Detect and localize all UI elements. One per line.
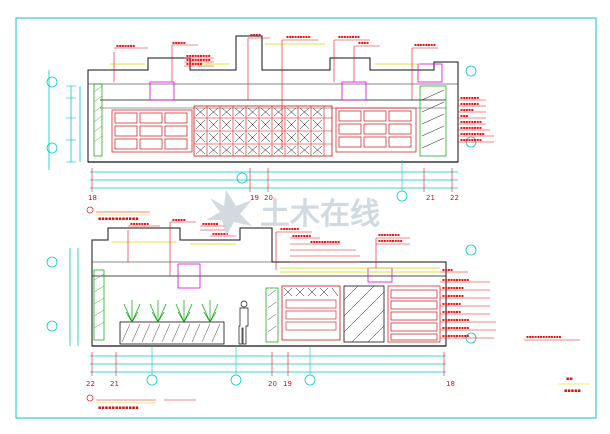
svg-text:▪▪▪▪▪▪▪▪: ▪▪▪▪▪▪▪▪ [378, 232, 400, 237]
bottom-elevation: ▪▪▪▪▪▪▪▪▪▪▪▪ ▪▪▪▪▪▪▪▪▪▪▪▪ ▪▪▪▪▪▪▪▪▪▪▪▪▪▪… [46, 217, 590, 411]
svg-text:▪▪▪▪▪▪▪▪▪: ▪▪▪▪▪▪▪▪▪ [286, 34, 311, 39]
outer-frame [15, 17, 597, 419]
grid-label-21-bottom: 21 [110, 380, 119, 388]
planter-box [119, 300, 225, 345]
svg-text:▪▪▪▪▪▪▪▪▪▪▪▪: ▪▪▪▪▪▪▪▪▪▪▪▪ [98, 405, 139, 411]
svg-text:▪▪▪▪: ▪▪▪▪ [442, 267, 453, 272]
title-mark-bottom: ▪▪▪▪▪▪▪▪▪▪▪▪ [86, 394, 196, 411]
human-figure [238, 300, 249, 345]
svg-text:▪▪▪▪▪▪▪: ▪▪▪▪▪▪▪ [116, 43, 135, 48]
svg-text:▪▪▪▪▪▪: ▪▪▪▪▪▪ [202, 221, 219, 226]
right-cabinet-top [335, 107, 417, 153]
svg-text:▪▪▪▪▪▪▪: ▪▪▪▪▪▪▪ [460, 101, 479, 106]
svg-text:▪▪▪▪▪▪▪▪▪▪: ▪▪▪▪▪▪▪▪▪▪ [442, 333, 469, 338]
wine-rack-top [193, 105, 333, 157]
svg-text:▪▪▪▪▪▪▪▪▪: ▪▪▪▪▪▪▪▪▪ [186, 53, 211, 58]
svg-text:▪▪▪▪▪▪▪▪▪▪▪▪: ▪▪▪▪▪▪▪▪▪▪▪▪ [98, 216, 139, 222]
grid-label-20-top: 20 [264, 194, 273, 202]
watermark-logo: 土木在线 [206, 190, 380, 236]
svg-text:▪▪▪▪: ▪▪▪▪ [358, 40, 369, 45]
grid-label-21-top: 21 [426, 194, 435, 202]
svg-text:▪▪▪▪▪: ▪▪▪▪▪ [172, 40, 186, 45]
sheet-title-block: ▪▪ ▪▪▪▪▪ [558, 376, 590, 394]
svg-text:▪▪▪▪▪▪▪▪▪▪: ▪▪▪▪▪▪▪▪▪▪ [442, 317, 469, 322]
svg-text:▪▪▪▪▪▪▪▪: ▪▪▪▪▪▪▪▪ [442, 293, 464, 298]
right-feature-wall-top [417, 63, 447, 157]
grid-label-18-bottom: 18 [446, 380, 455, 388]
ceiling-outline [87, 35, 459, 163]
title-mark-top: ▪▪▪▪▪▪▪▪▪▪▪▪ [86, 206, 150, 222]
svg-text:▪▪: ▪▪ [566, 376, 573, 382]
svg-text:▪▪▪▪▪▪▪▪▪▪: ▪▪▪▪▪▪▪▪▪▪ [442, 277, 469, 282]
grid-label-20-bottom: 20 [268, 380, 277, 388]
svg-text:▪▪▪▪▪▪▪▪▪: ▪▪▪▪▪▪▪▪▪ [186, 57, 211, 62]
svg-text:▪▪▪: ▪▪▪ [460, 113, 468, 118]
svg-text:▪▪▪▪▪▪▪: ▪▪▪▪▪▪▪ [442, 301, 461, 306]
svg-text:▪▪▪▪▪: ▪▪▪▪▪ [172, 217, 186, 222]
svg-text:▪▪▪▪▪▪▪▪▪▪▪: ▪▪▪▪▪▪▪▪▪▪▪ [310, 239, 340, 244]
svg-text:▪▪▪▪▪▪: ▪▪▪▪▪▪ [186, 61, 203, 66]
svg-text:▪▪▪▪▪▪▪▪: ▪▪▪▪▪▪▪▪ [460, 125, 482, 130]
grid-label-22-top: 22 [450, 194, 459, 202]
svg-text:▪▪▪▪▪▪▪▪: ▪▪▪▪▪▪▪▪ [338, 34, 360, 39]
svg-text:▪▪▪▪▪: ▪▪▪▪▪ [460, 107, 474, 112]
svg-text:▪▪▪▪▪▪▪▪: ▪▪▪▪▪▪▪▪ [414, 42, 436, 47]
watermark-brand-text: 土木在线 [260, 197, 380, 232]
svg-text:▪▪▪▪▪▪▪: ▪▪▪▪▪▪▪ [292, 233, 311, 238]
svg-text:▪▪▪▪▪▪▪▪: ▪▪▪▪▪▪▪▪ [442, 285, 464, 290]
right-cabinet-bottom [387, 285, 441, 343]
grid-label-22-bottom: 22 [86, 380, 95, 388]
grid-label-19-top: 19 [250, 194, 259, 202]
ceiling-outline-bottom [91, 227, 447, 347]
svg-text:▪▪▪▪▪▪▪: ▪▪▪▪▪▪▪ [130, 221, 149, 226]
svg-text:▪▪▪▪▪▪▪▪▪: ▪▪▪▪▪▪▪▪▪ [460, 131, 485, 136]
svg-text:▪▪▪▪▪▪▪: ▪▪▪▪▪▪▪ [460, 95, 479, 100]
svg-text:▪▪▪▪▪▪▪▪: ▪▪▪▪▪▪▪▪ [460, 137, 482, 142]
grid-label-18-top: 18 [88, 194, 97, 202]
top-elevation: ▪▪▪▪▪▪▪▪▪▪▪▪ ▪▪▪▪▪▪▪▪▪▪▪▪▪▪▪▪▪▪▪▪▪▪▪▪ ▪▪… [46, 32, 494, 222]
svg-text:▪▪▪▪▪: ▪▪▪▪▪ [564, 388, 581, 394]
left-cabinet-top [111, 109, 193, 153]
svg-text:▪▪▪▪▪▪▪▪▪▪▪▪▪: ▪▪▪▪▪▪▪▪▪▪▪▪▪ [526, 334, 562, 339]
svg-text:▪▪▪▪▪▪▪: ▪▪▪▪▪▪▪ [280, 226, 299, 231]
svg-text:▪▪▪▪▪▪▪: ▪▪▪▪▪▪▪ [442, 309, 461, 314]
grid-label-19-bottom: 19 [283, 380, 292, 388]
wine-rack-bottom [281, 285, 341, 341]
watermark-star-icon [206, 190, 252, 236]
glass-panel [343, 285, 385, 343]
svg-text:▪▪▪▪▪▪: ▪▪▪▪▪▪ [212, 231, 229, 236]
svg-text:▪▪▪▪▪▪▪▪: ▪▪▪▪▪▪▪▪ [460, 119, 482, 124]
svg-text:▪▪▪▪▪▪▪▪▪▪: ▪▪▪▪▪▪▪▪▪▪ [442, 325, 469, 330]
svg-text:▪▪▪▪: ▪▪▪▪ [250, 32, 261, 37]
svg-text:▪▪▪▪▪▪▪▪▪: ▪▪▪▪▪▪▪▪▪ [378, 238, 403, 243]
